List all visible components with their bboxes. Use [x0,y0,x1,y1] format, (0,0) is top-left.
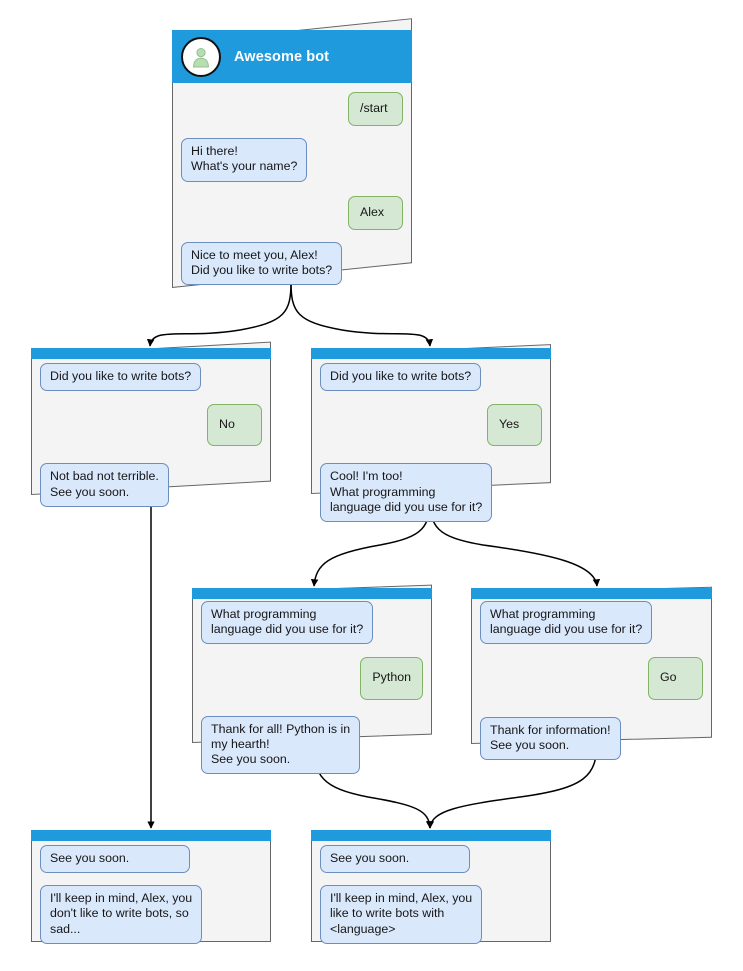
message-list: What programming language did you use fo… [192,601,432,786]
bot-message-bubble[interactable]: See you soon. [40,845,190,874]
bot-message-bubble[interactable]: Did you like to write bots? [320,363,482,392]
message-row: Thank for all! Python is in my hearth! S… [201,715,423,775]
bot-message-bubble[interactable]: Cool! I'm too! What programming language… [320,463,493,523]
person-avatar-icon [181,36,221,77]
answer-no-node[interactable]: Did you like to write bots? No Not bad n… [31,341,271,507]
message-row: See you soon. [40,845,262,874]
message-list: Did you like to write bots? Yes Cool! I'… [311,363,551,534]
message-row: I'll keep in mind, Alex, you like to wri… [320,885,542,944]
user-message-bubble[interactable]: No [207,404,262,447]
message-row: I'll keep in mind, Alex, you don't like … [40,885,262,944]
answer-python-node[interactable]: What programming language did you use fo… [192,584,432,775]
bot-message-bubble[interactable]: What programming language did you use fo… [201,601,374,645]
bot-message-bubble[interactable]: Not bad not terrible. See you soon. [40,463,169,507]
start-node[interactable]: Awesome bot /start Hi there! What's your… [172,18,412,288]
bot-message-bubble[interactable]: Thank for information! See you soon. [480,716,621,761]
user-message-bubble[interactable]: /start [348,92,403,127]
message-row: Did you like to write bots? [320,363,542,392]
answer-go-node[interactable]: What programming language did you use fo… [471,586,712,761]
end-no-node[interactable]: See you soon. I'll keep in mind, Alex, y… [31,830,271,944]
message-row: What programming language did you use fo… [480,601,703,645]
message-row: Python [201,657,423,700]
message-row: Nice to meet you, Alex! Did you like to … [181,241,403,286]
message-list: See you soon. I'll keep in mind, Alex, y… [311,845,551,956]
message-row: See you soon. [320,845,542,874]
bot-message-bubble[interactable]: See you soon. [320,845,470,874]
bot-message-bubble[interactable]: I'll keep in mind, Alex, you like to wri… [320,885,483,944]
node-title-bar [471,588,712,599]
user-message-bubble[interactable]: Python [360,657,423,700]
node-title-bar: Awesome bot [172,30,412,83]
message-list: What programming language did you use fo… [471,601,712,772]
message-row: What programming language did you use fo… [201,601,423,645]
node-title-bar [311,830,551,841]
message-row: Cool! I'm too! What programming language… [320,463,542,523]
message-row: Alex [181,195,403,230]
message-row: Hi there! What's your name? [181,138,403,182]
node-title-bar [31,830,271,841]
message-row: Not bad not terrible. See you soon. [40,463,262,507]
bot-message-bubble[interactable]: Nice to meet you, Alex! Did you like to … [181,241,343,286]
end-yes-node[interactable]: See you soon. I'll keep in mind, Alex, y… [311,830,551,944]
message-row: No [40,404,262,447]
message-row: Thank for information! See you soon. [480,716,703,761]
node-title-bar [192,588,432,599]
message-list: Did you like to write bots? No Not bad n… [31,363,271,519]
bot-message-bubble[interactable]: I'll keep in mind, Alex, you don't like … [40,885,203,944]
answer-yes-node[interactable]: Did you like to write bots? Yes Cool! I'… [311,344,551,523]
user-message-bubble[interactable]: Go [648,657,703,700]
bot-name-label: Awesome bot [234,48,330,65]
node-title-bar [31,348,271,359]
user-message-bubble[interactable]: Yes [487,404,542,447]
node-title-bar [311,348,551,359]
bot-message-bubble[interactable]: What programming language did you use fo… [480,601,653,645]
message-row: Did you like to write bots? [40,363,262,392]
user-message-bubble[interactable]: Alex [348,195,403,230]
message-list: See you soon. I'll keep in mind, Alex, y… [31,845,271,956]
message-row: /start [181,92,403,127]
message-row: Go [480,657,703,700]
bot-message-bubble[interactable]: Did you like to write bots? [40,363,202,392]
message-row: Yes [320,404,542,447]
message-list: /start Hi there! What's your name? Alex … [172,92,412,297]
bot-message-bubble[interactable]: Hi there! What's your name? [181,138,308,182]
bot-message-bubble[interactable]: Thank for all! Python is in my hearth! S… [201,715,361,775]
